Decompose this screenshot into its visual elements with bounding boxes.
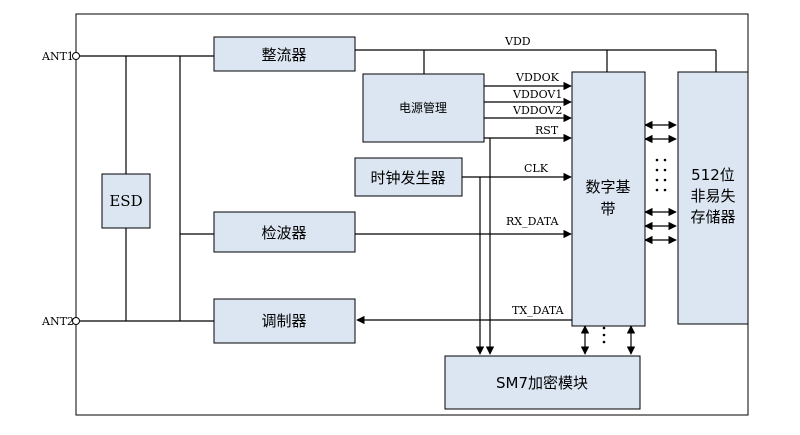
ellipsis-dots-crypto [602, 326, 606, 344]
digital-baseband-label-1: 数字基 [585, 178, 630, 196]
nvm-block [677, 71, 749, 325]
rx-data-label: RX_DATA [506, 215, 560, 228]
detector-block [213, 211, 356, 253]
vdd-label: VDD [504, 35, 531, 48]
power-management-label: 电源管理 [399, 100, 447, 115]
digital-baseband-block [571, 71, 646, 327]
vddov1-label: VDDOV1 [512, 88, 562, 101]
power-management-block [362, 73, 485, 143]
esd-label: ESD [109, 192, 142, 210]
ant1-label: ANT1 [41, 50, 74, 63]
sm7-crypto-block [444, 355, 641, 410]
modulator-block [213, 298, 356, 344]
nvm-label-1: 512位 [691, 166, 735, 184]
ant1-pin [72, 52, 80, 60]
detector-label: 检波器 [261, 224, 306, 242]
vddok-label: VDDOK [515, 71, 560, 84]
sm7-crypto-label: SM7加密模块 [496, 374, 588, 392]
clock-generator-block [354, 157, 463, 197]
clk-label: CLK [524, 162, 549, 175]
digital-baseband-label-2: 带 [600, 200, 615, 218]
ant2-label: ANT2 [41, 315, 74, 328]
vddov2-label: VDDOV2 [512, 104, 562, 117]
esd-block [101, 173, 151, 229]
nvm-label-2: 非易失 [690, 187, 735, 205]
clock-generator-label: 时钟发生器 [370, 169, 445, 187]
ellipsis-dots-nvm [655, 158, 667, 192]
rectifier-label: 整流器 [261, 46, 306, 64]
rst-label: RST [535, 124, 559, 137]
nvm-label-3: 存储器 [690, 208, 735, 226]
tx-data-label: TX_DATA [512, 304, 565, 317]
ant2-pin [72, 317, 80, 325]
rectifier-block [213, 36, 356, 72]
modulator-label: 调制器 [261, 312, 306, 330]
